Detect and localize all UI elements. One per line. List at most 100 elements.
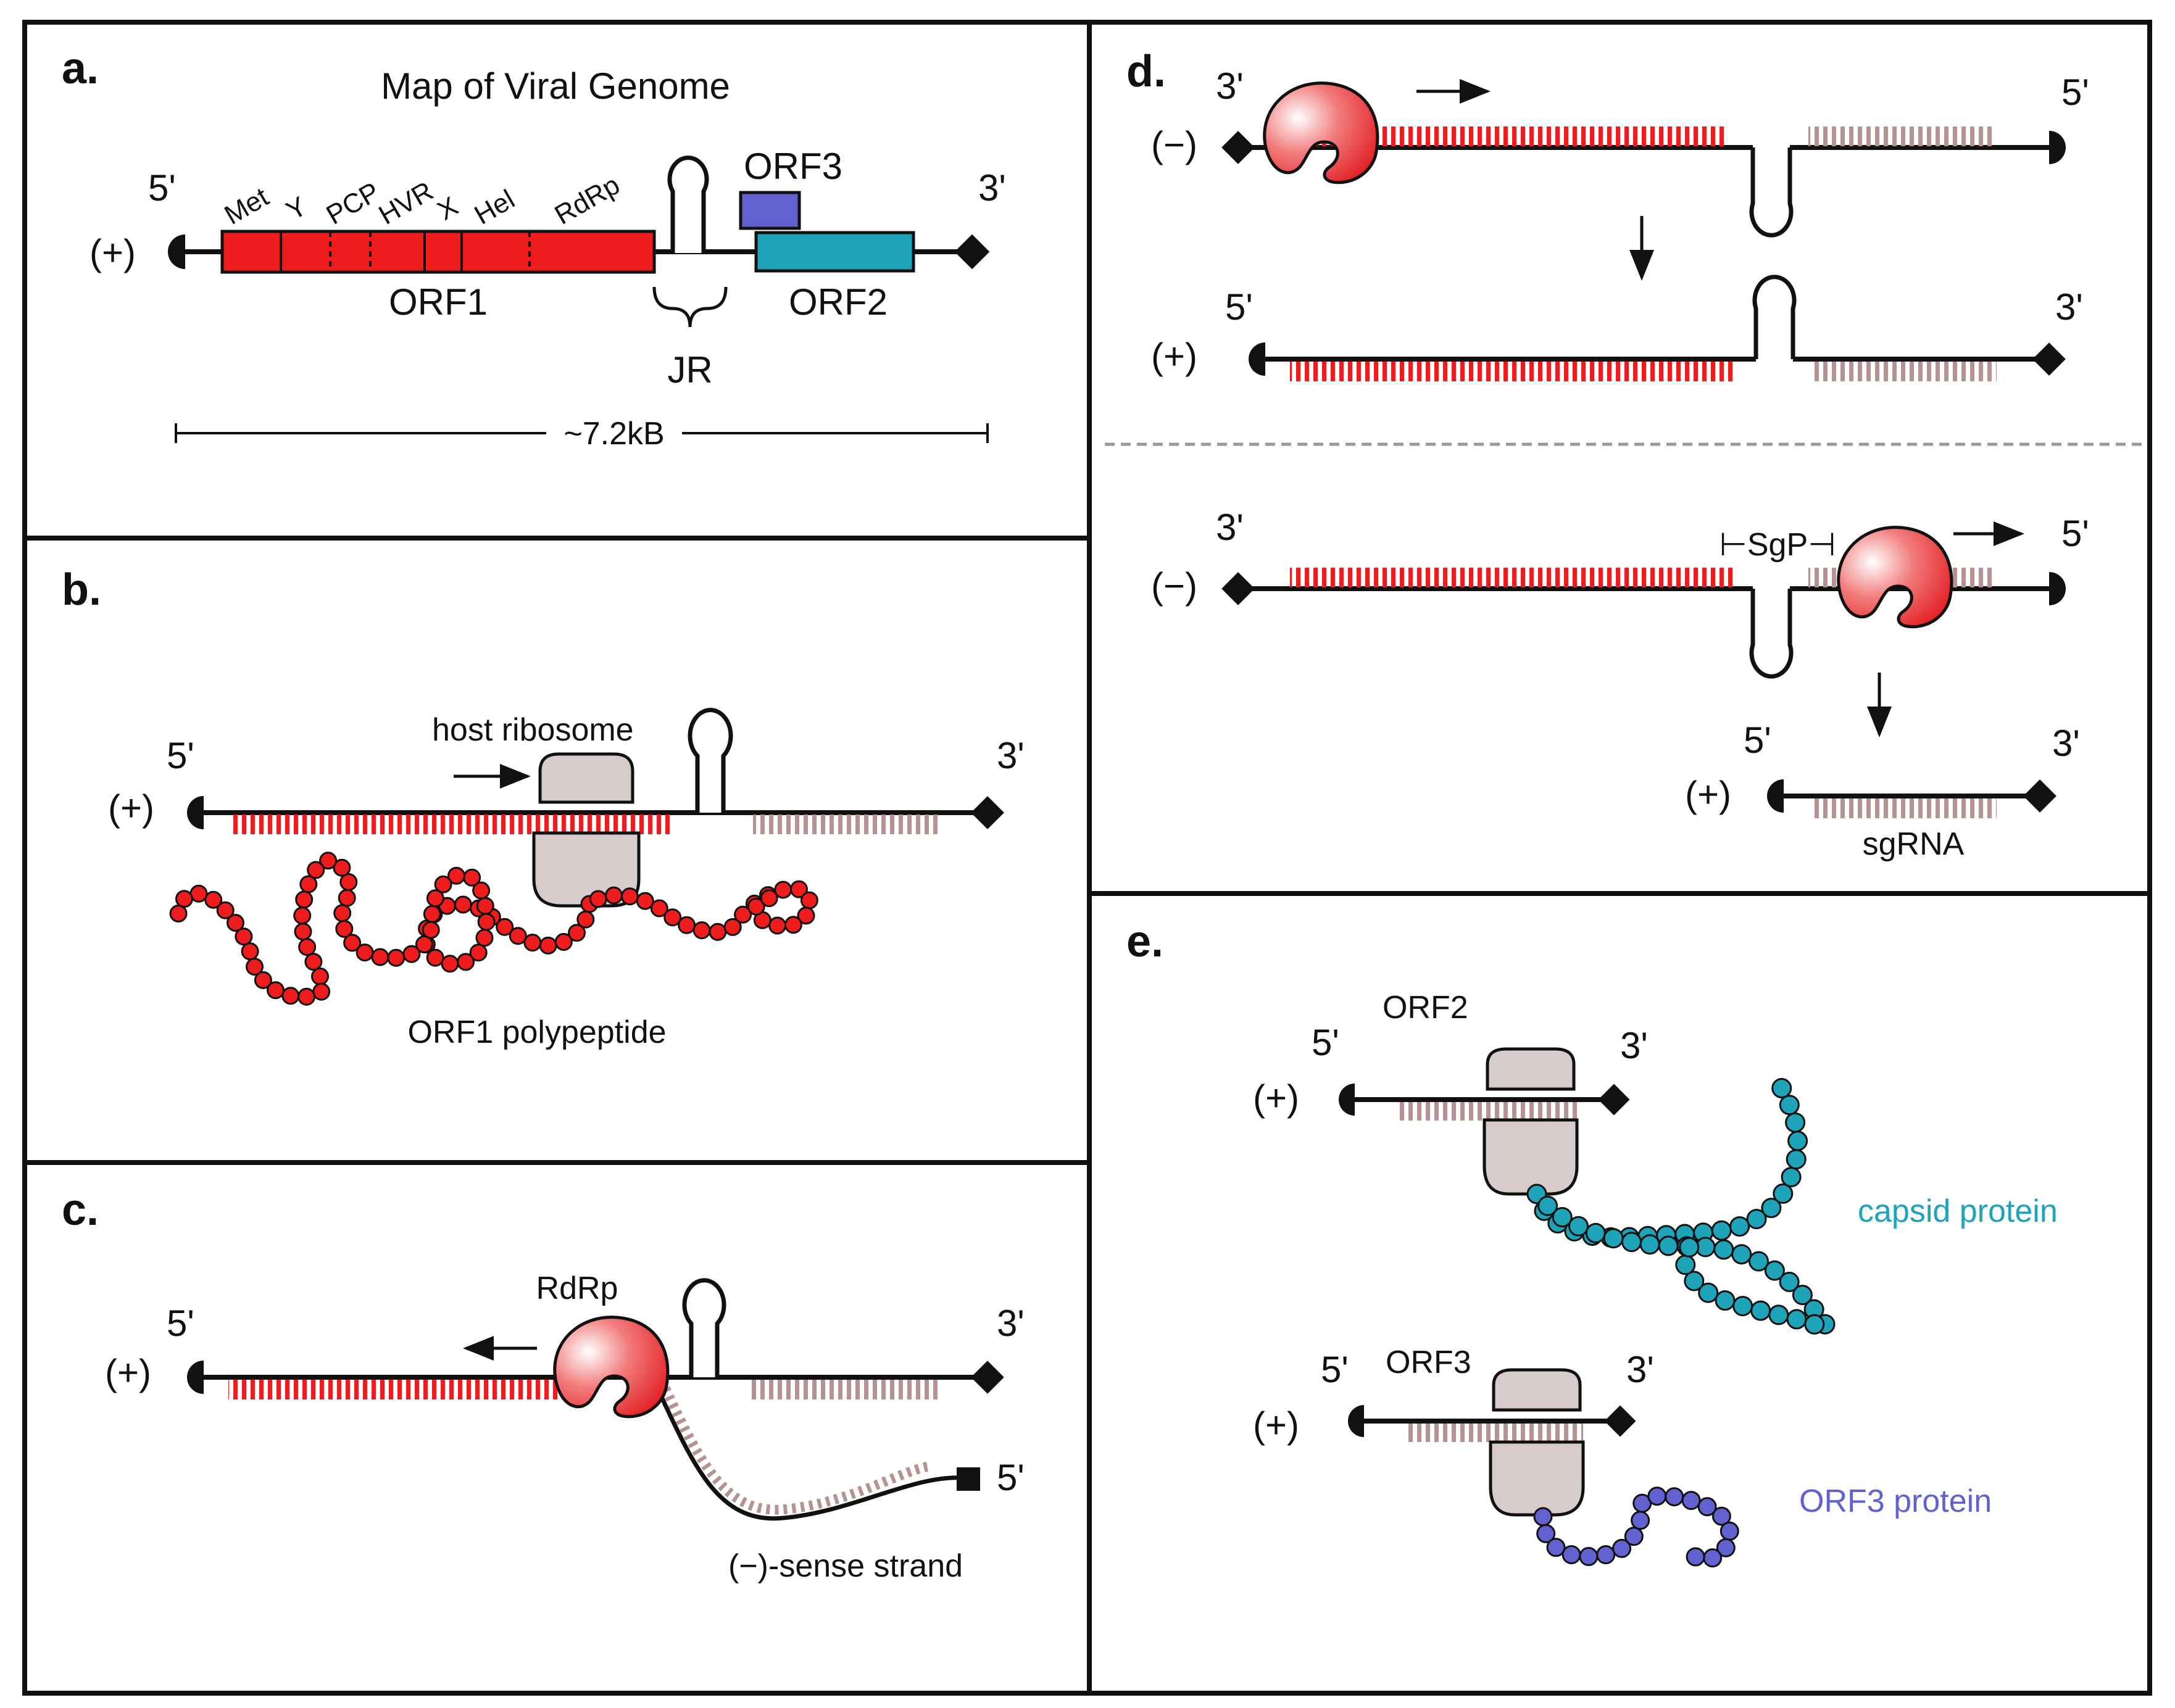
d-row3-cap-icon (2049, 572, 2066, 605)
domain-label-hel: Hel (470, 184, 520, 230)
amino-acid-bead (311, 967, 329, 985)
amino-acid-bead (1697, 1497, 1717, 1517)
amino-acid-bead (1786, 1149, 1807, 1170)
amino-acid-bead (356, 943, 374, 962)
amino-acid-bead (1804, 1314, 1825, 1335)
d-row1-strand: (−) (1151, 124, 1197, 165)
panel-b: b. 5' 3' (+) host ribosome ORF1 polypept… (62, 565, 1025, 1050)
amino-acid-bead (1647, 1486, 1667, 1506)
amino-acid-bead (246, 958, 264, 976)
amino-acid-bead (267, 981, 285, 1000)
e-orf2-cap-icon (1339, 1084, 1355, 1116)
amino-acid-bead (463, 868, 481, 887)
orf1-polypeptide (169, 852, 818, 1006)
panel-e-frame (1087, 891, 2152, 1696)
amino-acid-bead (734, 905, 752, 924)
d-row4-tail-icon (2023, 779, 2056, 813)
panel-a-letter: a. (62, 44, 99, 93)
amino-acid-bead (723, 918, 742, 936)
amino-acid-bead (1713, 1239, 1734, 1260)
e-orf3-tail-icon (1604, 1405, 1636, 1437)
amino-acid-bead (692, 921, 711, 940)
panel-b-hairpin (688, 708, 733, 813)
d-row1-right-end: 5' (2061, 72, 2089, 113)
e-orf2-label: ORF2 (1383, 990, 1468, 1026)
panel-b-three-prime: 3' (997, 735, 1025, 776)
panel-a-hairpin (667, 155, 709, 253)
negative-strand-bars (660, 1386, 933, 1515)
amino-acid-bead (307, 861, 325, 879)
amino-acid-bead (422, 921, 440, 939)
amino-acid-bead (335, 919, 354, 938)
amino-acid-bead (1787, 1130, 1808, 1151)
amino-acid-bead (254, 971, 272, 989)
amino-acid-bead (1684, 1271, 1705, 1291)
amino-acid-bead (477, 913, 496, 931)
d-row4-cap-icon (1767, 779, 1784, 813)
negative-strand-line (658, 1393, 963, 1521)
amino-acid-bead (1546, 1538, 1566, 1557)
amino-acid-bead (1552, 1207, 1573, 1228)
amino-acid-bead (415, 935, 433, 953)
bead-chain-backbone (1536, 1085, 1828, 1330)
amino-acid-bead (663, 908, 682, 927)
amino-acid-bead (1779, 1095, 1800, 1116)
d-row2-tail-icon (2032, 342, 2066, 376)
amino-acid-bead (241, 942, 259, 961)
amino-acid-bead (1675, 1254, 1696, 1275)
orf3-protein-chain (1533, 1486, 1739, 1568)
amino-acid-bead (509, 927, 527, 945)
d-row4-strand: (+) (1685, 774, 1731, 815)
e-orf3-three-prime: 3' (1626, 1349, 1654, 1390)
negative-strand-five-prime: 5' (997, 1457, 1025, 1498)
amino-acid-bead (299, 875, 318, 893)
amino-acid-bead (343, 934, 362, 952)
panel-c-hairpin (682, 1278, 726, 1377)
amino-acid-bead (312, 982, 331, 1001)
amino-acid-bead (1750, 1300, 1771, 1321)
d-row1-pink-bars (1808, 126, 1994, 146)
amino-acid-bead (293, 906, 312, 925)
panel-a-three-prime: 3' (978, 167, 1006, 209)
e-orf2-five-prime: 5' (1312, 1022, 1339, 1063)
amino-acid-bead (1537, 1195, 1558, 1216)
amino-acid-bead (589, 890, 607, 908)
d-row3-left-end: 3' (1216, 507, 1244, 548)
amino-acid-bead (797, 906, 815, 925)
orf2-box (754, 231, 915, 273)
panel-d: d. 3' 5' (−) 5' 3' (+) 3' 5' (−) (1105, 47, 2142, 862)
amino-acid-bead (333, 904, 352, 922)
negative-strand-label: (−)-sense strand (728, 1548, 963, 1584)
e-orf3-ribosome-icon (1489, 1368, 1585, 1517)
amino-acid-bead (496, 918, 514, 936)
sgrna-label: sgRNA (1863, 826, 1965, 862)
amino-acid-bead (1732, 1296, 1753, 1317)
amino-acid-bead (539, 936, 557, 955)
panel-c-three-prime: 3' (997, 1303, 1025, 1344)
amino-acid-bead (1716, 1538, 1736, 1557)
d-row4-left-end: 5' (1744, 719, 1771, 761)
amino-acid-bead (1698, 1282, 1719, 1303)
d-row2-red-bars (1290, 362, 1734, 381)
amino-acid-bead (1631, 1511, 1650, 1530)
amino-acid-bead (620, 887, 639, 906)
amino-acid-bead (1562, 1545, 1581, 1565)
d-row3-strand: (−) (1151, 565, 1197, 607)
amino-acid-bead (678, 916, 696, 934)
amino-acid-bead (227, 914, 244, 932)
panel-b-downstream-bars (753, 815, 941, 834)
amino-acid-bead (1746, 1209, 1767, 1230)
amino-acid-bead (469, 943, 488, 962)
panel-c-orf1-bars (228, 1380, 580, 1399)
amino-acid-bead (1711, 1506, 1731, 1526)
d-row2-pink-bars (1811, 362, 1997, 381)
domain-label-met: Met (220, 182, 274, 231)
amino-acid-bead (1533, 1507, 1553, 1527)
domain-label-hvr: HVR (374, 176, 439, 231)
domain-label-x: X (433, 191, 464, 226)
orf3-protein-label: ORF3 protein (1799, 1483, 1992, 1519)
amino-acid-bead (426, 889, 444, 908)
amino-acid-bead (1624, 1527, 1644, 1546)
panel-b-orf1-bars (231, 815, 673, 834)
